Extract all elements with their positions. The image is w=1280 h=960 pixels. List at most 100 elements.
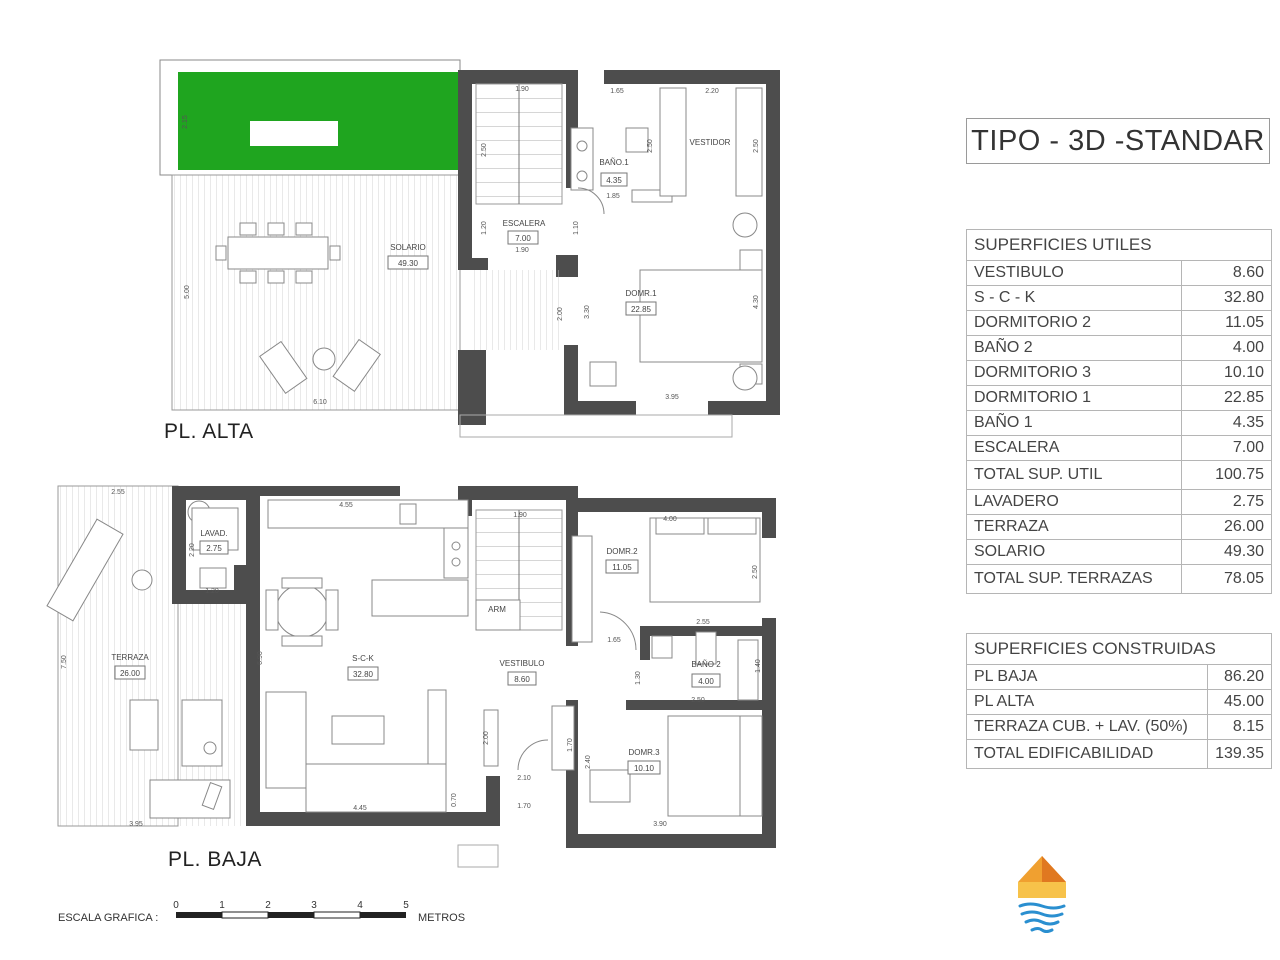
row-label: DORMITORIO 1: [966, 385, 1182, 411]
scale-tick: 0: [173, 900, 179, 911]
vestibulo-label: VESTIBULO: [500, 659, 545, 668]
dim-label: 2.10: [517, 775, 531, 782]
floor-plan-drawing: SOLARIO 49.30 ESCALERA 7.00 BAÑO.1 4.35 …: [46, 59, 780, 924]
row-value: 45.00: [1207, 689, 1272, 715]
total-value: 100.75: [1181, 460, 1272, 490]
dim-label: 2.50: [691, 697, 705, 704]
scale-unit: METROS: [418, 912, 465, 924]
dim-label: 1.10: [573, 221, 580, 235]
escalera-area: 7.00: [515, 234, 531, 243]
dim-label: 2.15: [182, 115, 189, 129]
company-logo: [1018, 856, 1066, 933]
solario-label: SOLARIO: [390, 243, 426, 252]
terraza-area: 26.00: [120, 669, 141, 678]
row-label: VESTIBULO: [966, 260, 1182, 286]
row-label: S - C - K: [966, 285, 1182, 311]
row-value: 4.00: [1181, 335, 1272, 361]
scale-label: ESCALA GRAFICA :: [58, 912, 158, 924]
dim-label: 1.65: [610, 88, 624, 95]
dim-label: 1.70: [517, 803, 531, 810]
row-label: TERRAZA CUB. + LAV. (50%): [965, 714, 1209, 740]
dim-label: 1.90: [515, 86, 529, 93]
row-label: PL ALTA: [965, 689, 1209, 715]
vestidor-label: VESTIDOR: [690, 138, 731, 147]
dim-label: 3.90: [653, 821, 667, 828]
row-label: BAÑO 2: [966, 335, 1182, 361]
row-label: LAVADERO: [966, 489, 1182, 515]
dim-label: 4.30: [753, 295, 760, 309]
dim-label: 3.30: [584, 305, 591, 319]
bano1-label: BAÑO.1: [599, 158, 629, 167]
dim-label: 4.55: [339, 502, 353, 509]
dim-label: 2.40: [585, 755, 592, 769]
scale-tick: 2: [265, 900, 271, 911]
lower-plan-label: PL. BAJA: [168, 848, 262, 871]
scale-tick: 1: [219, 900, 225, 911]
dim-label: 3.95: [665, 394, 679, 401]
total-value: 78.05: [1181, 564, 1272, 594]
lavad-label: LAVAD.: [200, 529, 227, 538]
row-value: 10.10: [1181, 360, 1272, 386]
dim-label: 2.00: [483, 731, 490, 745]
row-value: 22.85: [1181, 385, 1272, 411]
solario-deck: [171, 174, 461, 411]
lower-floor-plan: [46, 485, 776, 868]
arm-label: ARM: [488, 605, 506, 614]
dim-label: 7.50: [61, 655, 68, 669]
vestibulo-area: 8.60: [514, 675, 530, 684]
dim-label: 1.30: [635, 671, 642, 685]
dim-label: 5.00: [184, 285, 191, 299]
upper-plan-label: PL. ALTA: [164, 420, 254, 443]
sck-area: 32.80: [353, 670, 374, 679]
dim-label: 1.20: [481, 221, 488, 235]
row-label: PL BAJA: [965, 664, 1209, 690]
row-value: 26.00: [1181, 514, 1272, 540]
dim-label: 2.55: [696, 619, 710, 626]
domr3-label: DOMR.3: [628, 748, 660, 757]
dim-label: 2.50: [752, 565, 759, 579]
bano2-label: BAÑO 2: [691, 660, 721, 669]
terraza-label: TERRAZA: [111, 653, 149, 662]
total-value: 139.35: [1207, 739, 1272, 769]
page-title: TIPO - 3D -STANDAR: [966, 118, 1270, 164]
domr1-area: 22.85: [631, 305, 652, 314]
total-label: TOTAL EDIFICABILIDAD: [965, 739, 1209, 769]
domr3-area: 10.10: [634, 764, 655, 773]
dim-label: 1.85: [606, 193, 620, 200]
dim-label: 2.50: [647, 139, 654, 153]
bano2-area: 4.00: [698, 677, 714, 686]
row-value: 8.15: [1207, 714, 1272, 740]
dim-label: 1.70: [567, 738, 574, 752]
domr2-label: DOMR.2: [606, 547, 638, 556]
solario-area: 49.30: [398, 259, 419, 268]
dim-label: 2.00: [557, 307, 564, 321]
dim-label: 4.00: [663, 516, 677, 523]
dim-label: 1.65: [607, 637, 621, 644]
row-label: DORMITORIO 3: [966, 360, 1182, 386]
total-label: TOTAL SUP. TERRAZAS: [966, 564, 1182, 594]
dim-label: 6.90: [257, 651, 264, 665]
upper-floor-plan: [159, 59, 780, 438]
dim-label: 2.50: [753, 139, 760, 153]
sck-label: S-C-K: [352, 654, 374, 663]
dim-label: 2.20: [705, 88, 719, 95]
total-label: TOTAL SUP. UTIL: [966, 460, 1182, 490]
row-label: TERRAZA: [966, 514, 1182, 540]
dim-label: 2.55: [111, 489, 125, 496]
escalera-label: ESCALERA: [503, 219, 546, 228]
scale-tick: 3: [311, 900, 317, 911]
row-label: DORMITORIO 2: [966, 310, 1182, 336]
